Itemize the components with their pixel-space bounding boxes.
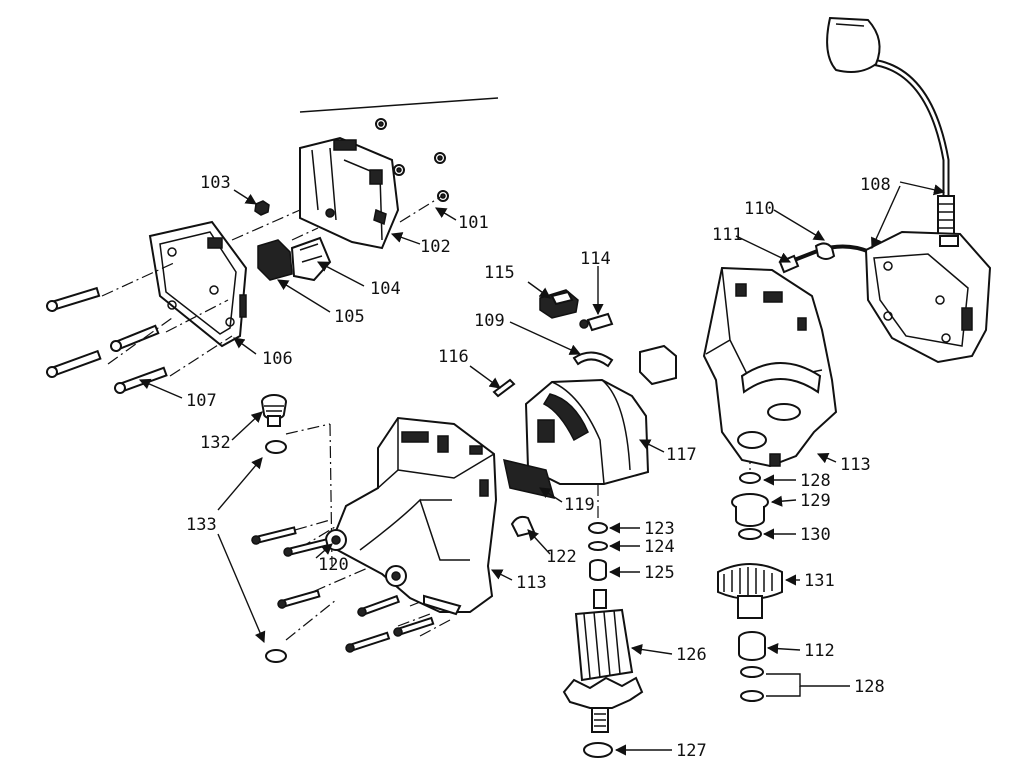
construction-line — [299, 97, 499, 113]
label-106: 106 — [262, 349, 293, 369]
label-102: 102 — [420, 237, 451, 257]
label-124: 124 — [644, 537, 675, 557]
switch-housing — [299, 136, 400, 250]
label-128-bottom: 128 — [854, 677, 885, 697]
brush-114 — [579, 312, 614, 332]
label-130: 130 — [800, 525, 831, 545]
armature-126 — [562, 589, 644, 733]
cord-and-lamp — [778, 16, 955, 274]
label-104: 104 — [370, 279, 401, 299]
washer-133-bottom — [265, 649, 287, 663]
label-126: 126 — [676, 645, 707, 665]
nut-103 — [254, 200, 270, 216]
label-101: 101 — [458, 213, 489, 233]
washer-127 — [583, 742, 613, 758]
label-119: 119 — [564, 495, 595, 515]
lower-housing-left — [325, 416, 498, 616]
label-111: 111 — [712, 225, 743, 245]
label-125: 125 — [644, 563, 675, 583]
washer-128-bottom — [740, 690, 764, 702]
washer-128-top — [739, 472, 761, 484]
label-103: 103 — [200, 173, 231, 193]
label-109: 109 — [474, 311, 505, 331]
label-128-top: 128 — [800, 471, 831, 491]
label-113-left: 113 — [516, 573, 547, 593]
brush-cap — [639, 344, 677, 386]
washer-130 — [738, 528, 762, 540]
label-105: 105 — [334, 307, 365, 327]
bearing-112 — [738, 631, 766, 661]
label-133: 133 — [186, 515, 217, 535]
gear-131 — [717, 563, 783, 619]
lower-housing-right — [702, 266, 838, 468]
bearing-125 — [589, 559, 607, 581]
label-132: 132 — [200, 433, 231, 453]
label-123: 123 — [644, 519, 675, 539]
label-116: 116 — [438, 347, 469, 367]
label-115: 115 — [484, 263, 515, 283]
label-117: 117 — [666, 445, 697, 465]
label-127: 127 — [676, 741, 707, 761]
label-129: 129 — [800, 491, 831, 511]
label-122: 122 — [546, 547, 577, 567]
knob-132 — [260, 394, 288, 427]
label-107: 107 — [186, 391, 217, 411]
label-110: 110 — [744, 199, 775, 219]
label-114: 114 — [580, 249, 611, 269]
part-labels: 101 102 103 104 105 106 107 108 109 110 … — [186, 173, 891, 761]
label-113-right: 113 — [840, 455, 871, 475]
spring-clip-109 — [572, 351, 614, 368]
washer-128-mid — [740, 666, 764, 678]
label-120: 120 — [318, 555, 349, 575]
label-131: 131 — [804, 571, 835, 591]
screws-120 — [251, 526, 435, 653]
lamp-box-108 — [864, 230, 992, 364]
washer-123 — [588, 522, 608, 534]
bearing-129 — [731, 493, 769, 527]
switch — [257, 236, 332, 282]
pin-116 — [492, 378, 516, 398]
cover-plate — [148, 220, 248, 348]
field-assembly — [524, 378, 650, 485]
washer-133-top — [265, 440, 287, 454]
washer-124 — [588, 541, 608, 551]
leader-lines — [138, 181, 946, 756]
label-112: 112 — [804, 641, 835, 661]
screws-107 — [46, 286, 168, 394]
label-108: 108 — [860, 175, 891, 195]
